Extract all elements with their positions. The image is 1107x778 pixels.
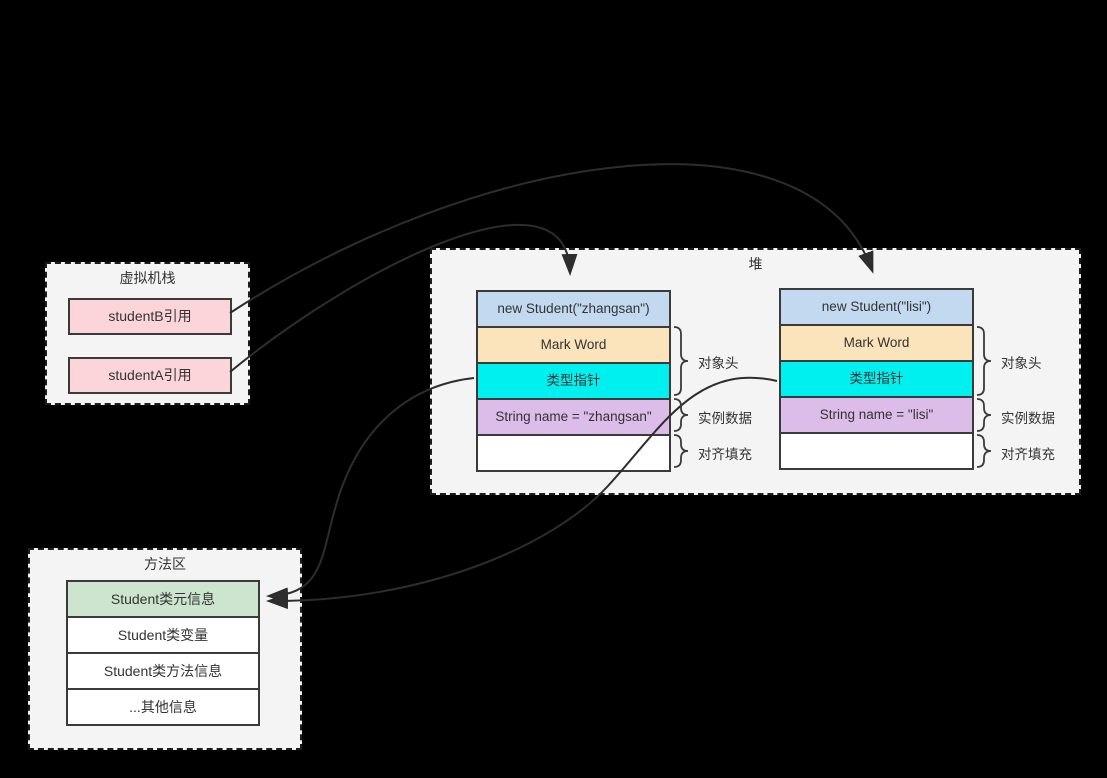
vm-stack-title: 虚拟机栈 bbox=[119, 270, 176, 286]
lisi-object: new Student("lisi") Mark Word 类型指针 Strin… bbox=[779, 288, 974, 470]
other-info-row: ...其他信息 bbox=[66, 688, 260, 726]
zhangsan-object: new Student("zhangsan") Mark Word 类型指针 S… bbox=[476, 290, 671, 472]
lisi-padding-label: 对齐填充 bbox=[1001, 447, 1055, 462]
method-area-rows: Student类元信息 Student类变量 Student类方法信息 ...其… bbox=[66, 580, 260, 726]
heap-box: 堆 new Student("zhangsan") Mark Word 类型指针… bbox=[430, 248, 1081, 495]
method-area-box: 方法区 Student类元信息 Student类变量 Student类方法信息 … bbox=[28, 548, 302, 750]
object-row-padding bbox=[476, 434, 671, 472]
object-row-type-pointer: 类型指针 bbox=[779, 360, 974, 398]
object-row-instance-data: String name = "lisi" bbox=[779, 396, 974, 434]
method-area-title: 方法区 bbox=[144, 556, 186, 572]
zhangsan-object-header-label: 对象头 bbox=[698, 356, 739, 371]
object-row-mark-word: Mark Word bbox=[779, 324, 974, 362]
class-variables-row: Student类变量 bbox=[66, 616, 260, 654]
studentA-reference-box: studentA引用 bbox=[68, 357, 232, 394]
object-row-header: new Student("zhangsan") bbox=[476, 290, 671, 328]
lisi-object-header-label: 对象头 bbox=[1001, 356, 1042, 371]
zhangsan-instance-data-label: 实例数据 bbox=[698, 411, 752, 426]
lisi-instance-data-label: 实例数据 bbox=[1001, 411, 1055, 426]
object-row-header: new Student("lisi") bbox=[779, 288, 974, 326]
class-methods-row: Student类方法信息 bbox=[66, 652, 260, 690]
studentB-reference-box: studentB引用 bbox=[68, 298, 232, 335]
object-row-mark-word: Mark Word bbox=[476, 326, 671, 364]
object-row-instance-data: String name = "zhangsan" bbox=[476, 398, 671, 436]
vm-stack-box: 虚拟机栈 studentB引用 studentA引用 bbox=[45, 262, 250, 405]
heap-title: 堆 bbox=[748, 256, 763, 272]
zhangsan-padding-label: 对齐填充 bbox=[698, 447, 752, 462]
object-row-padding bbox=[779, 432, 974, 470]
object-row-type-pointer: 类型指针 bbox=[476, 362, 671, 400]
class-meta-info-row: Student类元信息 bbox=[66, 580, 260, 618]
